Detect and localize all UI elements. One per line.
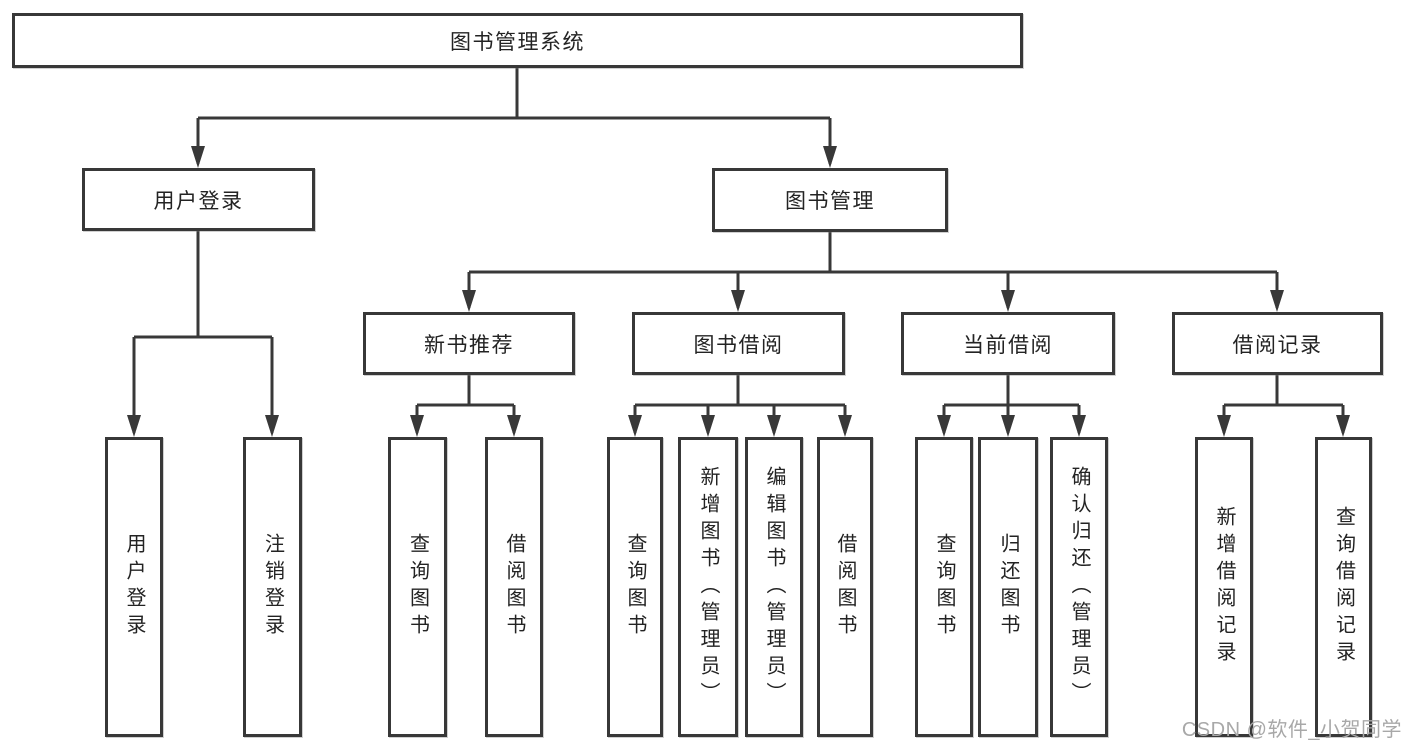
leaf-current-query-book: 查询图书 xyxy=(915,437,973,737)
node-current-borrowing: 当前借阅 xyxy=(901,312,1115,375)
leaf-borrowing-add-book-admin: 新增图书（管理员） xyxy=(678,437,738,737)
leaf-user-login: 用户登录 xyxy=(105,437,163,737)
node-new-book-recommend: 新书推荐 xyxy=(363,312,575,375)
leaf-borrowing-query-book: 查询图书 xyxy=(607,437,663,737)
csdn-watermark: CSDN @软件_小贺同学 xyxy=(1181,719,1402,741)
node-user-login: 用户登录 xyxy=(82,168,315,231)
leaf-current-return-book: 归还图书 xyxy=(978,437,1038,737)
leaf-records-add-record: 新增借阅记录 xyxy=(1195,437,1253,737)
leaf-current-confirm-return-admin: 确认归还（管理员） xyxy=(1050,437,1108,737)
leaf-logout: 注销登录 xyxy=(243,437,302,737)
node-book-borrowing: 图书借阅 xyxy=(632,312,845,375)
tree-edges xyxy=(132,67,1345,433)
leaf-recommend-query-book: 查询图书 xyxy=(388,437,447,737)
node-book-management: 图书管理 xyxy=(712,168,948,232)
leaf-records-query-record: 查询借阅记录 xyxy=(1315,437,1372,737)
node-borrowing-records: 借阅记录 xyxy=(1172,312,1383,375)
leaf-borrowing-edit-book-admin: 编辑图书（管理员） xyxy=(745,437,803,737)
leaf-recommend-borrow-book: 借阅图书 xyxy=(485,437,543,737)
node-root-system: 图书管理系统 xyxy=(12,13,1023,68)
leaf-borrowing-borrow-book: 借阅图书 xyxy=(817,437,873,737)
arrowheads xyxy=(127,146,1350,437)
